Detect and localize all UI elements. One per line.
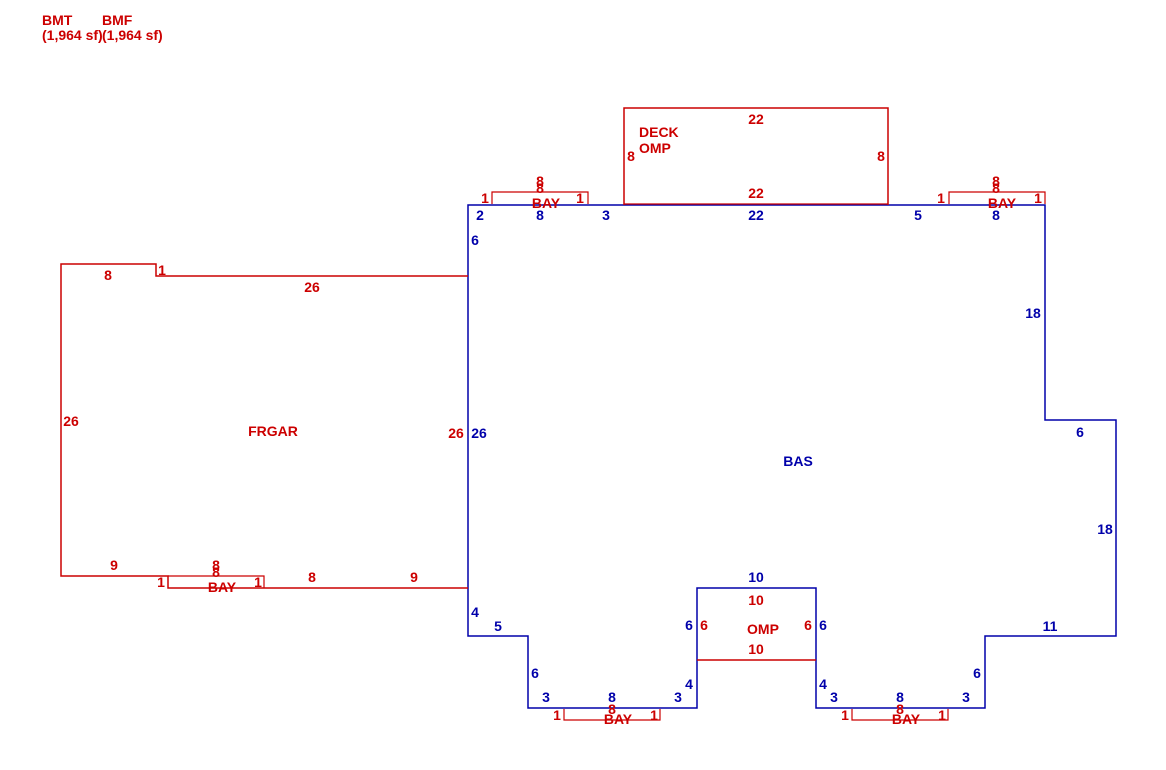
bas-dim-label: 6 — [819, 617, 827, 633]
bas-dim-label: 26 — [471, 425, 487, 441]
bay-top-right-outline — [948, 191, 1046, 204]
bas-dim-label: 4 — [819, 676, 827, 692]
bas-dim-label: 4 — [471, 604, 479, 620]
bay-dim-label: 1 — [937, 190, 945, 206]
bay-dim-label: 1 — [481, 190, 489, 206]
bay-dim-label: 1 — [650, 707, 658, 723]
bas-dim-label: 3 — [542, 689, 550, 705]
bay-dim-label: 1 — [938, 707, 946, 723]
bay-dim-label: 8 — [212, 557, 220, 573]
garage-dim-label: 8 — [308, 569, 316, 585]
bay-dim-label: 1 — [576, 190, 584, 206]
garage-dim-label: 26 — [448, 425, 464, 441]
bay-dim-label: 8 — [212, 564, 220, 580]
bas-dim-label: 3 — [830, 689, 838, 705]
bay-dim-label: 1 — [254, 574, 262, 590]
bas-dim-label: 8 — [608, 689, 616, 705]
bas-dim-label: 5 — [494, 618, 502, 634]
bas-dim-label: 3 — [674, 689, 682, 705]
garage-dim-label: 26 — [304, 279, 320, 295]
bas-dim-label: 8 — [896, 689, 904, 705]
garage-dim-label: 9 — [410, 569, 418, 585]
bas-dim-label: 2 — [476, 207, 484, 223]
bay-bottom-left-label: BAY — [604, 711, 633, 727]
bas-dim-label: 11 — [1043, 618, 1058, 634]
bay-dim-label: 8 — [896, 701, 904, 717]
bay-dim-label: 8 — [992, 173, 1000, 189]
bay-left-label: BAY — [208, 579, 237, 595]
bas-dim-label: 3 — [602, 207, 610, 223]
deck-dim-label: 8 — [877, 148, 885, 164]
bay-top-left-label: BAY — [532, 195, 561, 211]
bmf-area: (1,964 sf) — [102, 27, 163, 43]
bas-dim-label: 3 — [962, 689, 970, 705]
deck-dim-label: 22 — [748, 111, 764, 127]
bas-dim-label: 4 — [685, 676, 693, 692]
bay-bottom-left-outline — [563, 709, 661, 721]
bas-dim-label: 6 — [531, 665, 539, 681]
bas-dim-label: 22 — [748, 207, 764, 223]
bas-outline — [467, 204, 1117, 709]
deck-omp-outline — [623, 107, 889, 205]
bas-dim-label: 8 — [992, 207, 1000, 223]
bas-dim-label: 10 — [748, 569, 764, 585]
bay-dim-label: 8 — [536, 180, 544, 196]
omp-dim-label: 10 — [748, 592, 764, 608]
omp-dim-label: 6 — [804, 617, 812, 633]
bay-bottom-right-outline — [851, 709, 949, 721]
bay-dim-label: 1 — [553, 707, 561, 723]
bas-dim-label: 6 — [471, 232, 479, 248]
omp-area-label: OMP — [747, 621, 779, 637]
deck-dim-label: 8 — [627, 148, 635, 164]
bay-top-left-outline — [491, 191, 589, 204]
omp-dim-label: 10 — [748, 641, 764, 657]
bmt-area: (1,964 sf) — [42, 27, 103, 43]
garage-dim-label: 1 — [158, 262, 166, 278]
bas-dim-label: 18 — [1025, 305, 1041, 321]
bas-dim-label: 8 — [536, 207, 544, 223]
bay-bottom-right-label: BAY — [892, 711, 921, 727]
garage-dim-label: 9 — [110, 557, 118, 573]
bas-dim-label: 6 — [1076, 424, 1084, 440]
deck-omp-label-line2: OMP — [639, 140, 671, 156]
bay-dim-label: 8 — [536, 173, 544, 189]
bas-dim-label: 5 — [914, 207, 922, 223]
bay-dim-label: 8 — [992, 180, 1000, 196]
garage-dim-label: 26 — [63, 413, 79, 429]
bay-dim-label: 1 — [157, 574, 165, 590]
bas-area-label: BAS — [783, 453, 813, 469]
omp-dim-label: 6 — [700, 617, 708, 633]
deck-dim-label: 22 — [748, 185, 764, 201]
bay-top-right-label: BAY — [988, 195, 1017, 211]
frgar-outline — [60, 263, 468, 589]
bas-dim-label: 6 — [973, 665, 981, 681]
bay-left-outline — [168, 575, 265, 588]
bmt-label: BMT — [42, 12, 73, 28]
frgar-area-label: FRGAR — [248, 423, 298, 439]
garage-dim-label: 8 — [104, 267, 112, 283]
bay-dim-label: 8 — [608, 701, 616, 717]
bay-dim-label: 1 — [841, 707, 849, 723]
bay-dim-label: 1 — [1034, 190, 1042, 206]
bmf-label: BMF — [102, 12, 133, 28]
bas-dim-label: 6 — [685, 617, 693, 633]
deck-omp-label-line1: DECK — [639, 124, 679, 140]
bas-dim-label: 18 — [1097, 521, 1113, 537]
